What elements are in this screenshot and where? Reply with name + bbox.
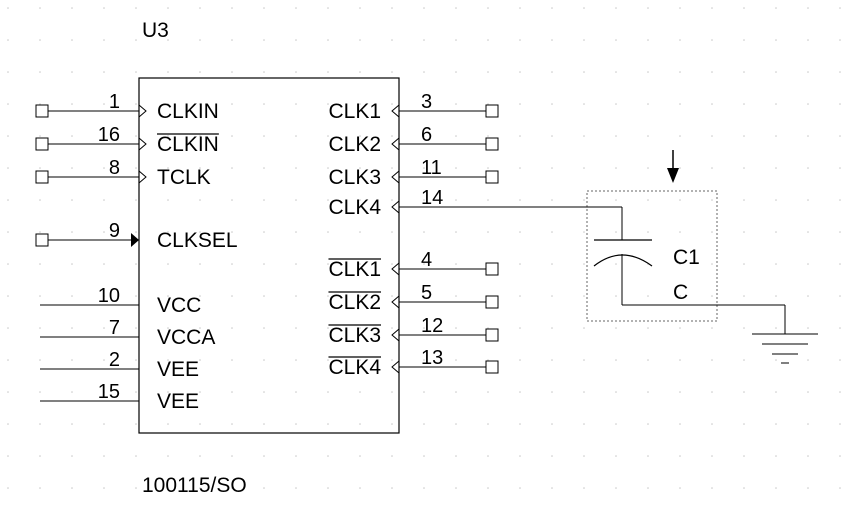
pin-number: 6 <box>421 124 432 146</box>
pin-number: 7 <box>109 317 120 339</box>
pin-name: CLK3 <box>328 324 381 347</box>
port-box-icon[interactable] <box>485 328 499 342</box>
pin-number: 11 <box>421 157 442 179</box>
port-box-icon[interactable] <box>485 170 499 184</box>
pin-12[interactable]: 12 CLK3 <box>328 315 499 347</box>
pin-name: CLK1 <box>328 258 381 281</box>
cap-value: C <box>673 281 688 304</box>
refdes-c1: C1 <box>673 246 700 269</box>
clock-triangle-icon <box>391 262 400 276</box>
pin-2[interactable]: 2 VEE <box>40 349 199 381</box>
port-box-icon[interactable] <box>35 233 49 247</box>
pin-name: CLK2 <box>328 291 381 314</box>
port-box-icon[interactable] <box>485 262 499 276</box>
pin-number: 3 <box>421 91 432 113</box>
clock-triangle-icon <box>391 360 400 374</box>
right-pin-group: 3CLK16CLK211CLK314CLK44CLK15CLK212CLK313… <box>328 91 499 379</box>
wire-group <box>399 206 786 334</box>
cap-curved-plate <box>593 254 653 267</box>
port-box-icon[interactable] <box>485 104 499 118</box>
pin-6[interactable]: 6 CLK2 <box>328 124 499 156</box>
input-arrow-icon <box>131 233 139 247</box>
pin-3[interactable]: 3 CLK1 <box>328 91 499 123</box>
pin-4[interactable]: 4 CLK1 <box>328 249 499 281</box>
pin-name: CLK4 <box>328 196 381 219</box>
component-c1[interactable]: C1 C <box>586 150 718 322</box>
pin-name: CLKSEL <box>157 229 238 252</box>
pin-number: 14 <box>421 187 443 209</box>
clock-triangle-icon <box>391 328 400 342</box>
part-name: 100115/SO <box>142 474 247 497</box>
pin-name: CLK1 <box>328 100 381 123</box>
pin-name: CLKIN <box>157 100 219 123</box>
clock-triangle-icon <box>391 200 400 214</box>
port-box-icon[interactable] <box>485 137 499 151</box>
port-box-icon[interactable] <box>35 104 49 118</box>
pin-name: VEE <box>157 358 199 381</box>
capacitor-symbol[interactable] <box>593 207 653 305</box>
clock-triangle-icon <box>391 295 400 309</box>
pin-number: 9 <box>109 220 120 242</box>
selection-box <box>586 190 718 322</box>
down-arrow-icon <box>667 150 679 183</box>
component-body[interactable] <box>138 77 400 434</box>
port-box-icon[interactable] <box>485 295 499 309</box>
pin-number: 12 <box>421 315 443 337</box>
pin-number: 4 <box>421 249 432 271</box>
grid-dots <box>7 7 841 489</box>
clock-triangle-icon <box>391 137 400 151</box>
pin-14[interactable]: 14 CLK4 <box>328 187 443 219</box>
pin-11[interactable]: 11 CLK3 <box>328 157 499 189</box>
pin-number: 10 <box>98 285 120 307</box>
pin-13[interactable]: 13 CLK4 <box>328 347 499 379</box>
clock-triangle-icon <box>138 170 147 184</box>
pin-16[interactable]: 16 CLKIN <box>35 124 219 156</box>
pin-name: CLK2 <box>328 133 381 156</box>
port-box-icon[interactable] <box>35 137 49 151</box>
pin-name: VCC <box>157 294 201 317</box>
clock-triangle-icon <box>138 104 147 118</box>
pin-number: 8 <box>109 157 120 179</box>
port-box-icon[interactable] <box>485 360 499 374</box>
clock-triangle-icon <box>391 104 400 118</box>
ground-icon <box>752 333 818 364</box>
clock-triangle-icon <box>391 170 400 184</box>
pin-1[interactable]: 1 CLKIN <box>35 91 219 123</box>
pin-number: 2 <box>109 349 120 371</box>
pin-5[interactable]: 5 CLK2 <box>328 282 499 314</box>
pin-number: 5 <box>421 282 432 304</box>
pin-number: 16 <box>98 124 120 146</box>
pin-number: 13 <box>421 347 443 369</box>
pin-7[interactable]: 7 VCCA <box>40 317 215 349</box>
pin-number: 15 <box>98 381 120 403</box>
port-box-icon[interactable] <box>35 170 49 184</box>
pin-15[interactable]: 15 VEE <box>40 381 199 413</box>
pin-10[interactable]: 10 VCC <box>40 285 201 317</box>
pin-name: TCLK <box>157 166 211 189</box>
pin-name: CLK4 <box>328 356 381 379</box>
pin-name: CLKIN <box>157 133 219 156</box>
clock-triangle-icon <box>138 137 147 151</box>
pin-name: VCCA <box>157 326 215 349</box>
pin-9[interactable]: 9 CLKSEL <box>35 220 238 252</box>
pin-name: VEE <box>157 390 199 413</box>
pin-number: 1 <box>109 91 120 113</box>
pin-name: CLK3 <box>328 166 381 189</box>
refdes-u3: U3 <box>142 19 169 42</box>
pin-8[interactable]: 8 TCLK <box>35 157 211 189</box>
